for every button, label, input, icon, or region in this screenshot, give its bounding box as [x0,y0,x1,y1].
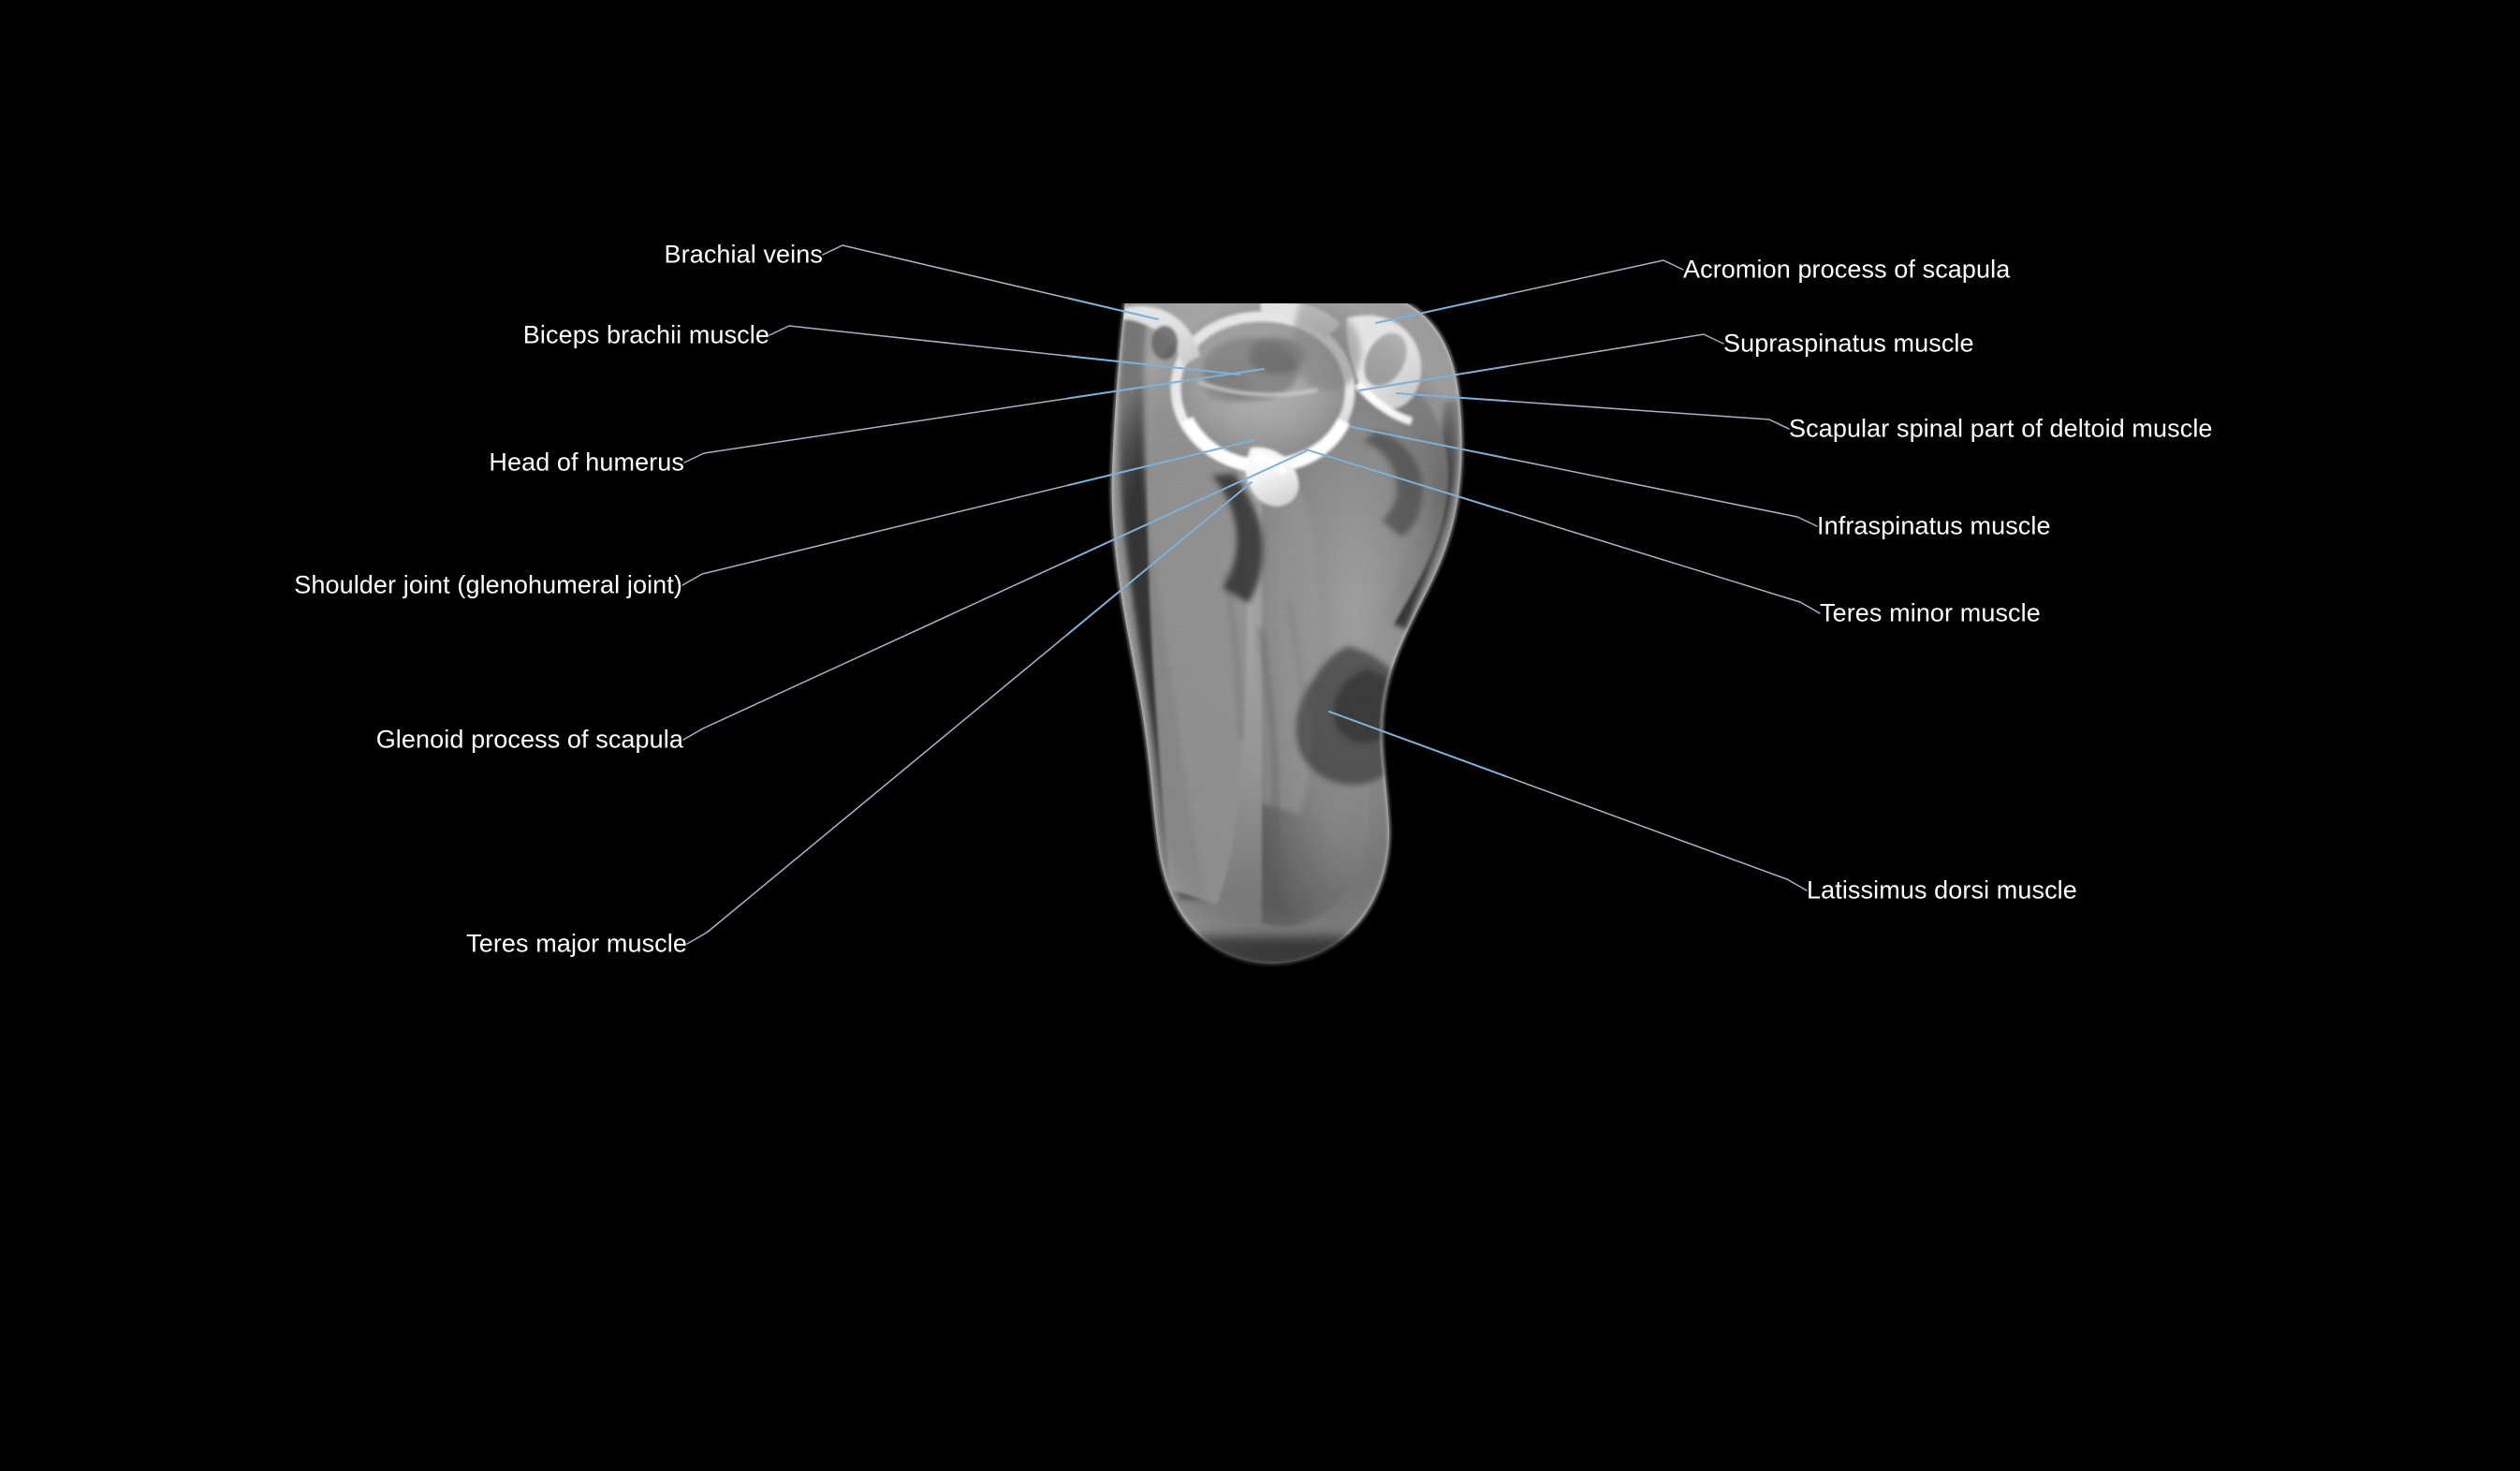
label-teres-major-muscle: Teres major muscle [466,929,687,958]
label-teres-minor-muscle: Teres minor muscle [1820,598,2041,627]
label-scapular-spinal-part-of-deltoid-muscle: Scapular spinal part of deltoid muscle [1789,414,2213,443]
ct-bottom-fade [1067,936,1507,974]
ct-scan-image [1067,290,1507,974]
label-shoulder-joint-glenohumeral-joint: Shoulder joint (glenohumeral joint) [294,570,682,599]
label-head-of-humerus: Head of humerus [489,448,684,477]
label-supraspinatus-muscle: Supraspinatus muscle [1723,329,1974,358]
label-latissimus-dorsi-muscle: Latissimus dorsi muscle [1807,875,2077,905]
label-glenoid-process-of-scapula: Glenoid process of scapula [375,725,683,754]
ct-scan-svg [1067,290,1507,974]
label-brachial-veins: Brachial veins [664,240,823,269]
label-infraspinatus-muscle: Infraspinatus muscle [1817,511,2051,540]
ct-top-crop [1067,290,1507,303]
label-biceps-brachii-muscle: Biceps brachii muscle [522,320,769,349]
label-acromion-process-of-scapula: Acromion process of scapula [1683,255,2011,284]
